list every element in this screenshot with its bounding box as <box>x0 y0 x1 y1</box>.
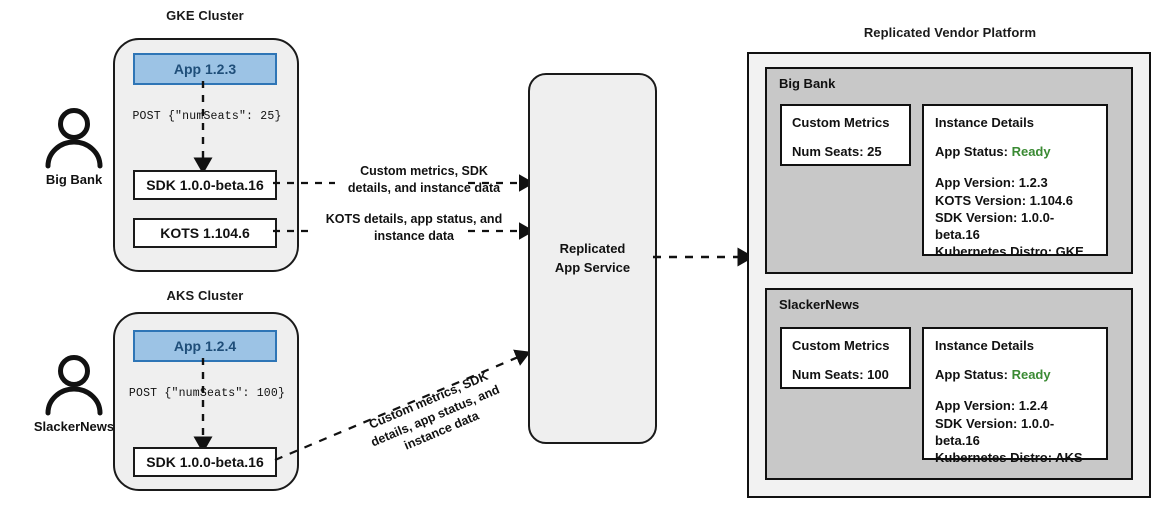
service-line2: App Service <box>554 259 631 275</box>
tenant-slackernews-name: SlackerNews <box>779 297 860 312</box>
big-bank-app-status: App Status: Ready <box>935 143 1095 160</box>
big-bank-metrics-heading: Custom Metrics <box>792 115 890 130</box>
sdk-edge-label-line2: details, and instance data <box>347 180 501 195</box>
sdk-to-service-connector <box>273 174 535 192</box>
slackernews-app-status: App Status: Ready <box>935 366 1095 383</box>
aks-sdk-label: SDK 1.0.0-beta.16 <box>146 454 264 470</box>
sdk-edge-label: Custom metrics, SDK details, and instanc… <box>338 163 510 196</box>
big-bank-metrics-row-0: Num Seats: 25 <box>792 144 882 159</box>
slackernews-detail-row-0: App Version: 1.2.4 <box>935 398 1048 414</box>
sdk-edge-label-line1: Custom metrics, SDK <box>360 164 488 178</box>
aks-cluster-title: AKS Cluster <box>166 288 244 303</box>
gke-app-label: App 1.2.3 <box>173 61 237 77</box>
aks-app-to-sdk-arrow <box>193 358 213 454</box>
kots-edge-label: KOTS details, app status, and instance d… <box>318 211 510 244</box>
big-bank-detail-row-1: KOTS Version: 1.104.6 <box>935 192 1074 208</box>
gke-cluster-title: GKE Cluster <box>166 8 244 23</box>
kots-edge-label-line1: KOTS details, app status, and <box>325 212 503 226</box>
gke-kots-label: KOTS 1.104.6 <box>160 225 250 241</box>
slackernews-persona-label: SlackerNews <box>33 419 115 434</box>
slackernews-details-heading: Instance Details <box>935 338 1034 353</box>
gke-app-to-sdk-arrow <box>193 81 213 175</box>
slackernews-metrics-heading: Custom Metrics <box>792 338 890 353</box>
aks-app-box[interactable]: App 1.2.4 <box>133 330 277 362</box>
big-bank-details-heading: Instance Details <box>935 115 1034 130</box>
slackernews-detail-row-1: SDK Version: 1.0.0-beta.16 <box>935 415 1055 448</box>
big-bank-custom-metrics-panel[interactable]: Custom Metrics Num Seats: 25 <box>780 104 911 166</box>
gke-sdk-box[interactable]: SDK 1.0.0-beta.16 <box>133 170 277 200</box>
slackernews-app-status-value: Ready <box>1011 367 1051 382</box>
big-bank-app-status-value: Ready <box>1011 144 1051 159</box>
platform-title: Replicated Vendor Platform <box>863 25 1037 40</box>
tenant-big-bank-name: Big Bank <box>779 76 836 91</box>
service-to-platform-arrow <box>653 247 755 267</box>
aks-to-service-connector <box>274 349 531 462</box>
gke-app-box[interactable]: App 1.2.3 <box>133 53 277 85</box>
gke-post-payload: POST {"numSeats": 25} <box>132 110 282 123</box>
big-bank-detail-row-3: Kubernetes Distro: GKE <box>935 244 1084 260</box>
big-bank-persona-label: Big Bank <box>45 172 103 187</box>
gke-sdk-label: SDK 1.0.0-beta.16 <box>146 177 264 193</box>
big-bank-app-status-label: App Status: <box>935 144 1008 159</box>
slackernews-instance-details-panel[interactable]: Instance Details App Status: Ready App V… <box>922 327 1108 465</box>
service-line1: Replicated <box>559 241 626 257</box>
slackernews-detail-row-2: Kubernetes Distro: AKS <box>935 450 1083 466</box>
aks-post-payload: POST {"numSeats": 100} <box>128 387 286 400</box>
aks-app-label: App 1.2.4 <box>173 338 237 354</box>
slackernews-app-status-label: App Status: <box>935 367 1008 382</box>
kots-to-service-connector <box>273 222 535 240</box>
aks-sdk-box[interactable]: SDK 1.0.0-beta.16 <box>133 447 277 477</box>
big-bank-detail-row-0: App Version: 1.2.3 <box>935 175 1048 191</box>
slackernews-custom-metrics-panel[interactable]: Custom Metrics Num Seats: 100 <box>780 327 911 389</box>
replicated-app-service-box[interactable]: Replicated App Service <box>528 73 657 444</box>
big-bank-instance-details-panel[interactable]: Instance Details App Status: Ready App V… <box>922 104 1108 259</box>
slackernews-metrics-row-0: Num Seats: 100 <box>792 367 889 382</box>
big-bank-user-icon <box>45 108 103 169</box>
big-bank-detail-row-2: SDK Version: 1.0.0-beta.16 <box>935 209 1055 243</box>
slackernews-user-icon <box>45 355 103 416</box>
kots-edge-label-line2: instance data <box>374 228 454 243</box>
gke-kots-box[interactable]: KOTS 1.104.6 <box>133 218 277 248</box>
